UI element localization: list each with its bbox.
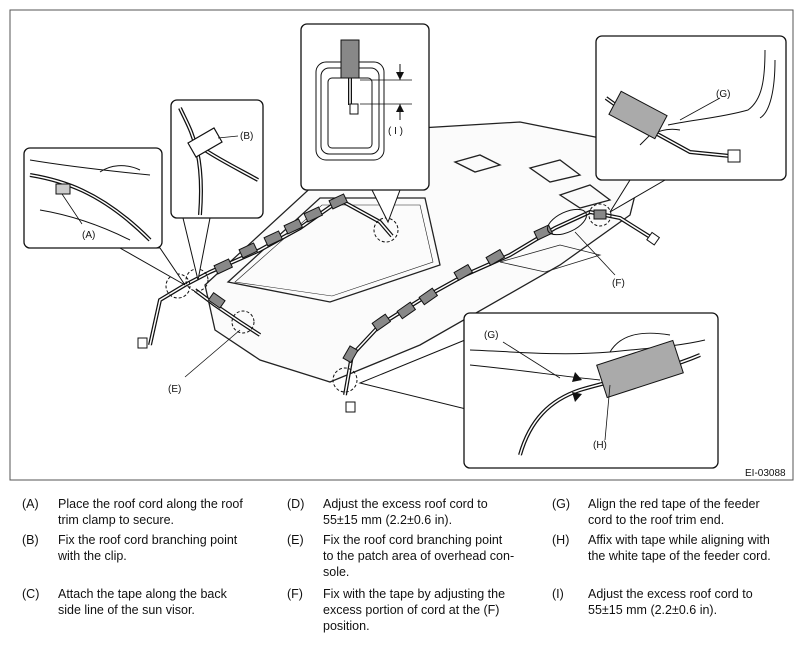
- roof-cord-left: [137, 193, 394, 349]
- tape: [213, 258, 234, 275]
- tape: [593, 209, 607, 220]
- tape: [342, 345, 359, 364]
- legend-key: (I): [552, 587, 564, 601]
- tape: [371, 313, 392, 332]
- inset-a: [23, 147, 186, 286]
- tape: [283, 218, 304, 235]
- connector: [646, 231, 661, 246]
- legend-key: (C): [22, 587, 40, 601]
- inset-i: [300, 23, 430, 224]
- tape: [328, 193, 349, 210]
- callout-a: (A): [82, 230, 95, 241]
- inset-b: [170, 99, 264, 281]
- legend-key: (A): [22, 497, 39, 511]
- callout-b: (B): [240, 131, 253, 142]
- leader-lines: [184, 231, 616, 378]
- callout-i: ( I ): [388, 126, 403, 137]
- tape: [485, 248, 506, 267]
- figure-id: EI-03088: [745, 468, 786, 479]
- legend-key: (D): [287, 497, 305, 511]
- inset-g-top: [595, 35, 787, 213]
- tape: [263, 230, 284, 247]
- connector: [345, 401, 356, 413]
- tape: [418, 287, 439, 306]
- callout-f: (F): [612, 278, 625, 289]
- legend-key: (H): [552, 533, 570, 547]
- legend-key: (E): [287, 533, 304, 547]
- callout-e: (E): [168, 384, 181, 395]
- installation-diagram: (A) (B) ( I ) (G) (F) (E) (G) (H) EI-030…: [9, 9, 794, 481]
- tape: [207, 292, 226, 309]
- roof-cord-right: [342, 209, 661, 413]
- tape: [238, 242, 259, 259]
- legend-key: (B): [22, 533, 39, 547]
- callout-g-bottom: (G): [484, 330, 498, 341]
- tape: [453, 263, 474, 282]
- callout-g-top: (G): [716, 89, 730, 100]
- legend-key: (F): [287, 587, 303, 601]
- tape: [303, 206, 324, 223]
- callout-h: (H): [593, 440, 607, 451]
- tape: [396, 301, 417, 320]
- inset-gh-bottom: [358, 312, 719, 469]
- connector: [137, 337, 148, 349]
- legend-key: (G): [552, 497, 571, 511]
